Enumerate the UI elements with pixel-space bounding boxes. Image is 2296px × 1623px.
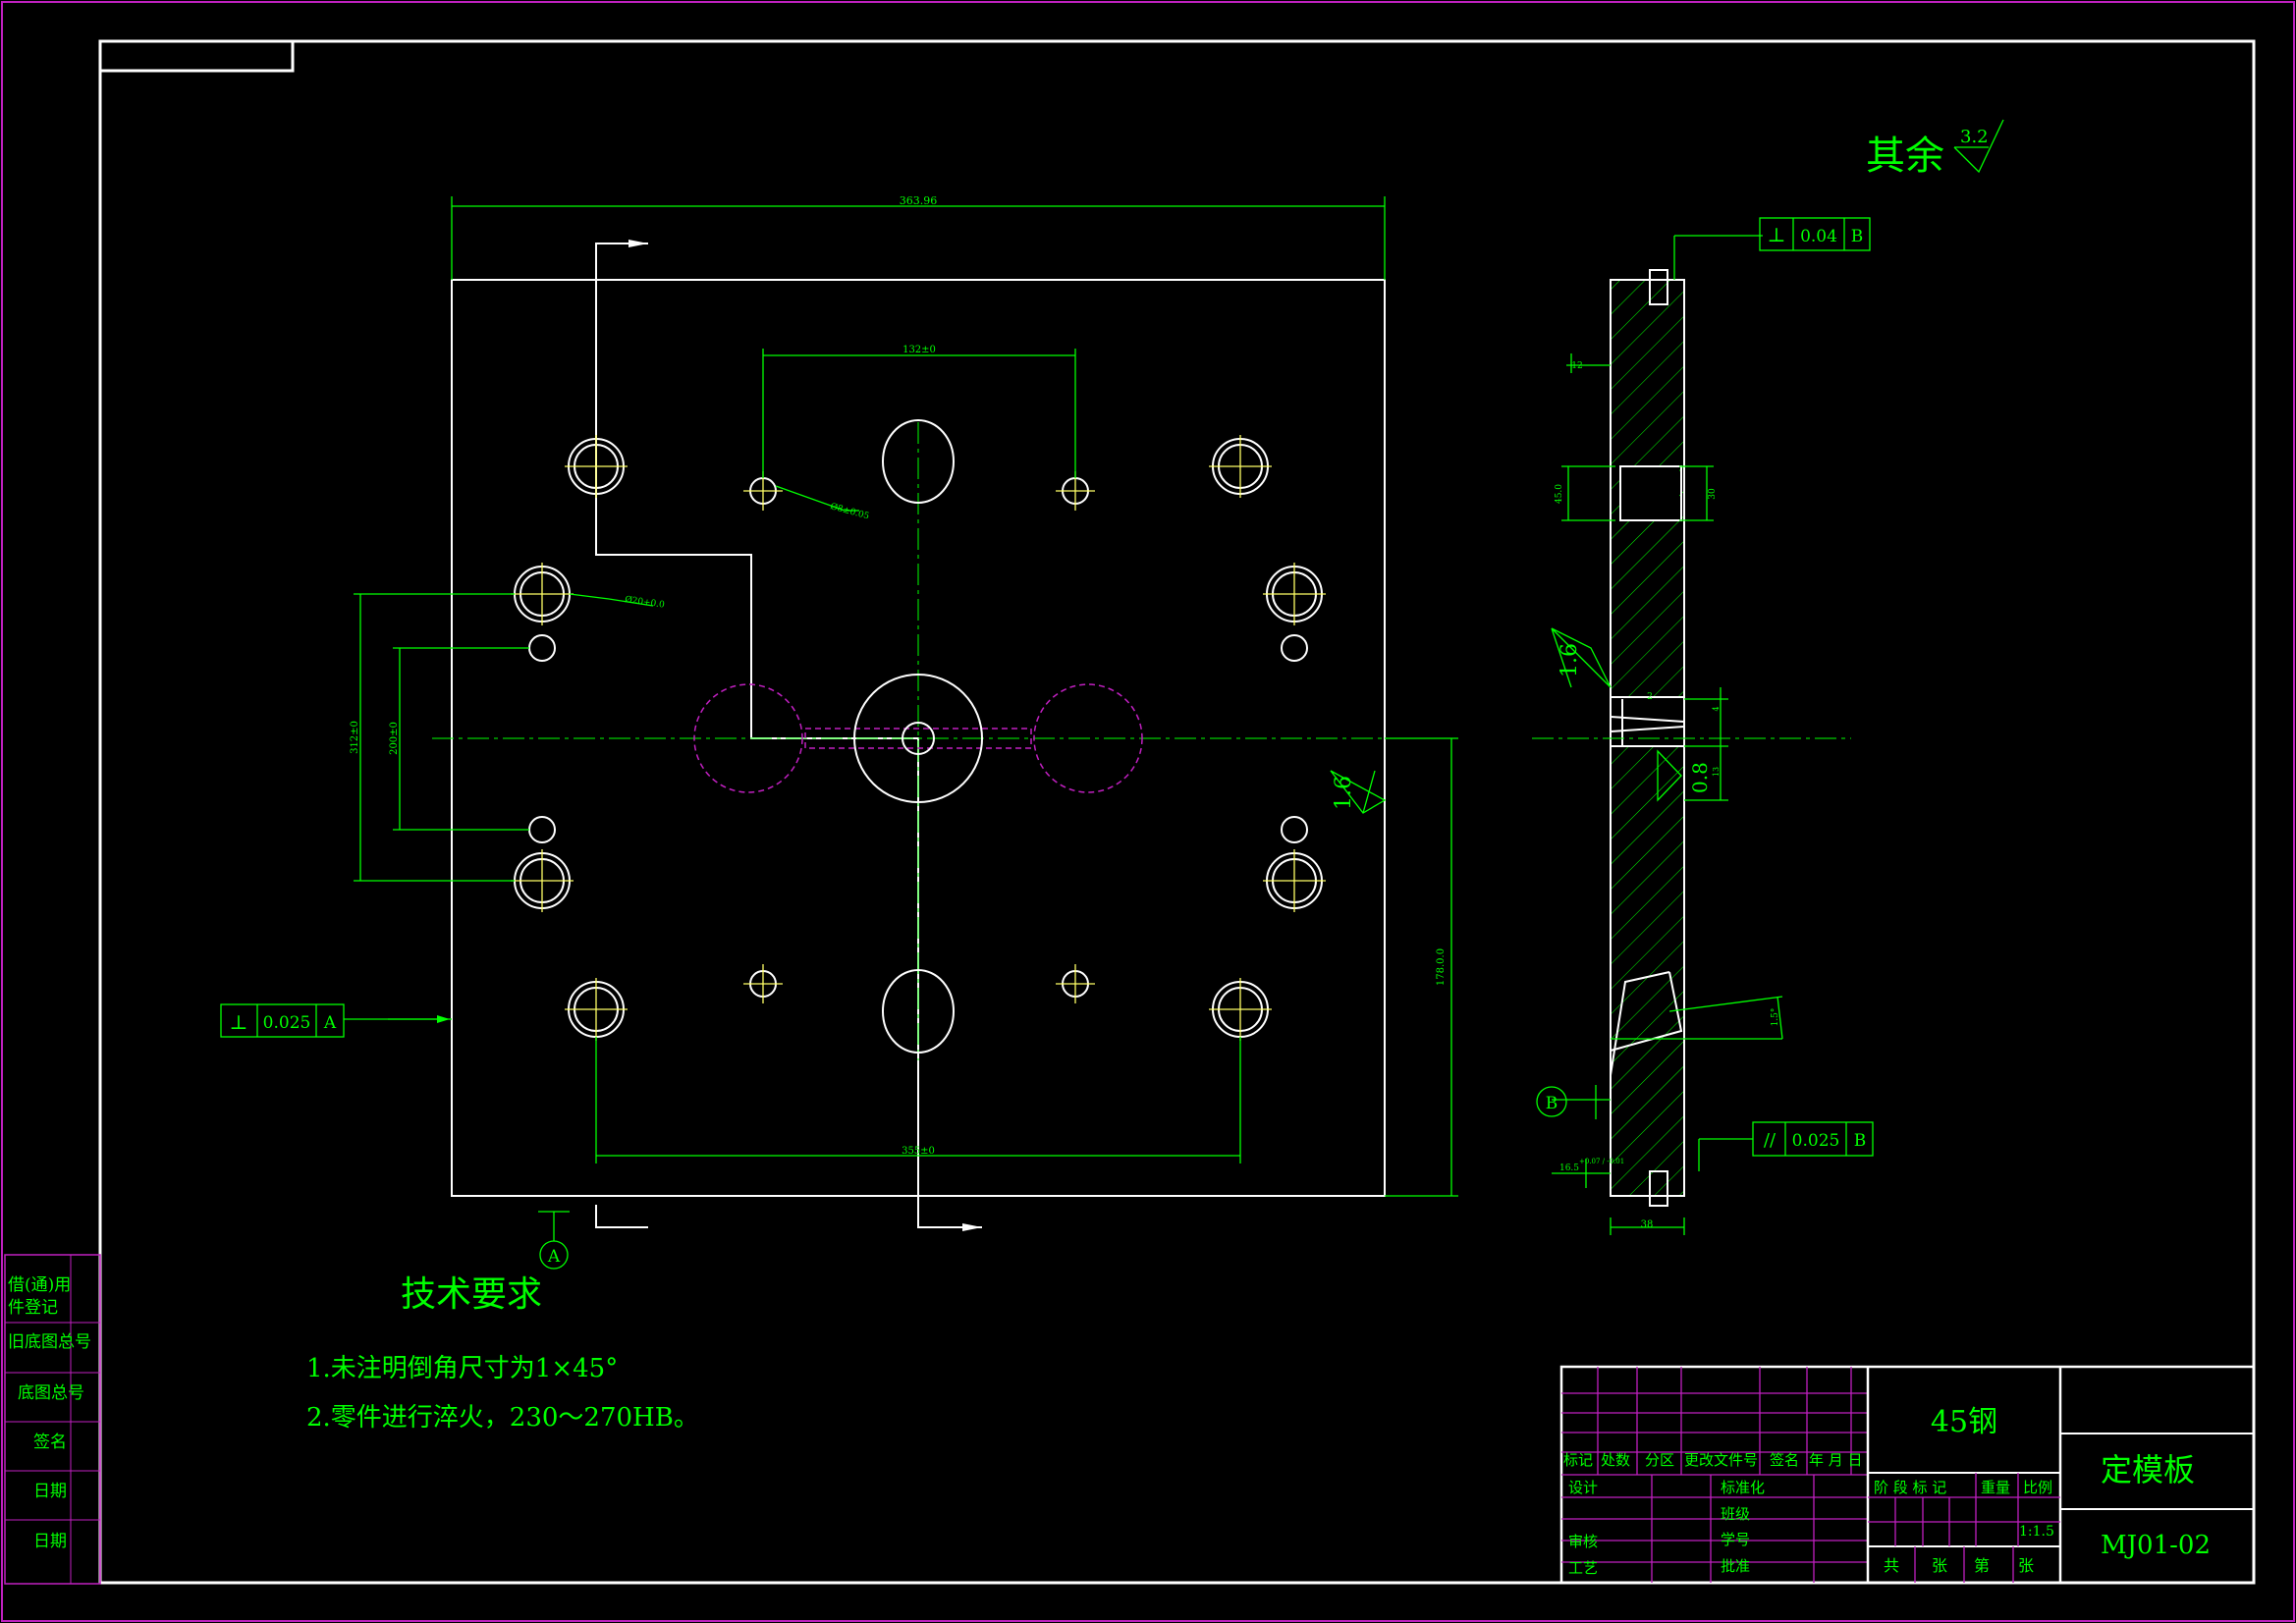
dim-right-height: 178.0.0 [1436, 948, 1447, 986]
svg-text:1.6: 1.6 [1558, 643, 1582, 677]
dim-left-inner: 200±0 [389, 722, 400, 755]
svg-text://: // [1764, 1130, 1777, 1151]
part-no: MJ01-02 [2101, 1531, 2211, 1560]
cavity-right [1033, 683, 1143, 793]
sprue-bushing-hole [853, 674, 983, 803]
dim-left-outer: 312±0 [350, 721, 360, 754]
side-dim-gate-a: 4 [1712, 706, 1721, 711]
svg-text:0.8: 0.8 [1688, 762, 1712, 793]
title-block: 标记 处数 分区 更改文件号 签名 年 月 日 设计 审核 工艺 标准化 班级 … [1559, 1365, 2256, 1585]
svg-text:A: A [323, 1013, 337, 1033]
side-dim-thk: 38 [1641, 1219, 1654, 1230]
left-label-strip: 借(通)用 件登记 旧底图总号 底图总号 签名 日期 日期 [4, 1254, 101, 1585]
drawing-border [98, 39, 2256, 1585]
tolerance-frame-b-bottom: // 0.025 B [1752, 1121, 1874, 1157]
svg-text:张: 张 [1932, 1556, 1947, 1575]
side-view [1532, 269, 1851, 1207]
svg-text:B: B [1851, 227, 1864, 246]
scale: 1:1.5 [2019, 1524, 2054, 1540]
cavity-left [693, 683, 803, 793]
svg-text:日期: 日期 [33, 1482, 67, 1501]
svg-text:标记: 标记 [1563, 1451, 1593, 1469]
svg-text:1.6: 1.6 [1332, 776, 1356, 810]
svg-text:张: 张 [2018, 1556, 2034, 1575]
section-cut-line [595, 243, 982, 1228]
side-dim-angle: 1.5° [1771, 1008, 1780, 1027]
side-dim-bottom-t: +0.07 / -0.01 [1579, 1158, 1624, 1165]
tech-requirements: 技术要求 1.未注明倒角尺寸为1×45° 2.零件进行淬火，230～270HB。 [306, 1274, 699, 1433]
front-view [432, 240, 1453, 1231]
svg-text:0.04: 0.04 [1800, 227, 1837, 246]
side-dim-gate-c: 2 [1647, 692, 1653, 702]
svg-text:更改文件号: 更改文件号 [1684, 1451, 1758, 1469]
runner [804, 728, 1032, 749]
surface-note: 其余 3.2 [1866, 119, 2004, 179]
side-dim-bottom-l: 16.5 [1559, 1163, 1579, 1173]
svg-text:标准化: 标准化 [1721, 1479, 1765, 1496]
dim-top-pitch: 132±0 [902, 345, 936, 355]
bottom-oval-hole [882, 969, 955, 1054]
svg-text:旧底图总号: 旧底图总号 [8, 1332, 91, 1352]
tolerance-frame-b-top: ⊥ 0.04 B [1759, 217, 1871, 251]
svg-text:审核: 审核 [1568, 1533, 1598, 1550]
svg-text:⊥: ⊥ [1768, 223, 1786, 246]
svg-text:0.025: 0.025 [1792, 1131, 1840, 1151]
svg-text:工艺: 工艺 [1568, 1559, 1598, 1577]
top-oval-hole [882, 419, 955, 504]
svg-text:比例: 比例 [2023, 1479, 2052, 1496]
svg-text:学号: 学号 [1721, 1531, 1750, 1548]
svg-text:B: B [1854, 1131, 1867, 1151]
side-dim-mid-h: 30 [1708, 488, 1718, 500]
side-dim-mid-d: 45.0 [1555, 484, 1564, 504]
svg-text:A: A [547, 1247, 561, 1267]
corner-tab [98, 39, 295, 73]
dim-overall-width: 363.96 [900, 194, 938, 207]
part-name: 定模板 [2101, 1451, 2195, 1488]
tolerance-frame-a: ⊥ 0.025 A [220, 1003, 450, 1038]
svg-text:其余: 其余 [1866, 134, 1944, 179]
svg-text:批准: 批准 [1721, 1557, 1750, 1575]
svg-text:日期: 日期 [33, 1532, 67, 1551]
svg-text:⊥: ⊥ [230, 1010, 248, 1034]
svg-text:0.025: 0.025 [263, 1013, 311, 1033]
dim-hole-guide: Ø20+0.0 [625, 594, 666, 611]
tech-req-line-2: 2.零件进行淬火，230～270HB。 [306, 1403, 699, 1433]
tech-req-line-1: 1.未注明倒角尺寸为1×45° [306, 1354, 618, 1383]
svg-text:底图总号: 底图总号 [18, 1383, 84, 1403]
svg-text:分区: 分区 [1645, 1451, 1674, 1469]
svg-text:件登记: 件登记 [8, 1298, 58, 1318]
front-dimensions [354, 196, 1458, 1197]
svg-text:签名: 签名 [1770, 1451, 1799, 1469]
dim-bottom-pitch: 355±0 [902, 1146, 935, 1157]
tech-req-title: 技术要求 [401, 1274, 542, 1315]
svg-text:3.2: 3.2 [1960, 127, 1989, 147]
svg-text:第: 第 [1974, 1556, 1990, 1575]
side-dimensions [1552, 235, 1783, 1235]
side-dim-gate-b: 13 [1712, 767, 1721, 777]
svg-text:阶 段 标 记: 阶 段 标 记 [1874, 1479, 1946, 1496]
svg-text:班级: 班级 [1721, 1505, 1750, 1523]
roughness-side-a: 1.6 [1551, 627, 1612, 688]
svg-text:签名: 签名 [33, 1433, 67, 1452]
svg-text:处数: 处数 [1601, 1451, 1630, 1469]
material: 45钢 [1931, 1405, 1997, 1439]
roughness-front: 1.6 [1330, 770, 1387, 814]
svg-text:设计: 设计 [1568, 1479, 1598, 1496]
svg-text:共: 共 [1884, 1556, 1899, 1575]
svg-text:重量: 重量 [1981, 1479, 2010, 1496]
side-dim-top: 12 [1571, 361, 1582, 371]
datum-a: A [538, 1211, 570, 1270]
dim-hole-small: Ø8±0.05 [829, 501, 870, 521]
svg-text:借(通)用: 借(通)用 [8, 1275, 71, 1295]
svg-text:年 月 日: 年 月 日 [1809, 1451, 1863, 1469]
datum-b: B [1536, 1085, 1597, 1119]
roughness-side-b: 0.8 [1657, 749, 1712, 802]
svg-text:B: B [1546, 1094, 1558, 1113]
